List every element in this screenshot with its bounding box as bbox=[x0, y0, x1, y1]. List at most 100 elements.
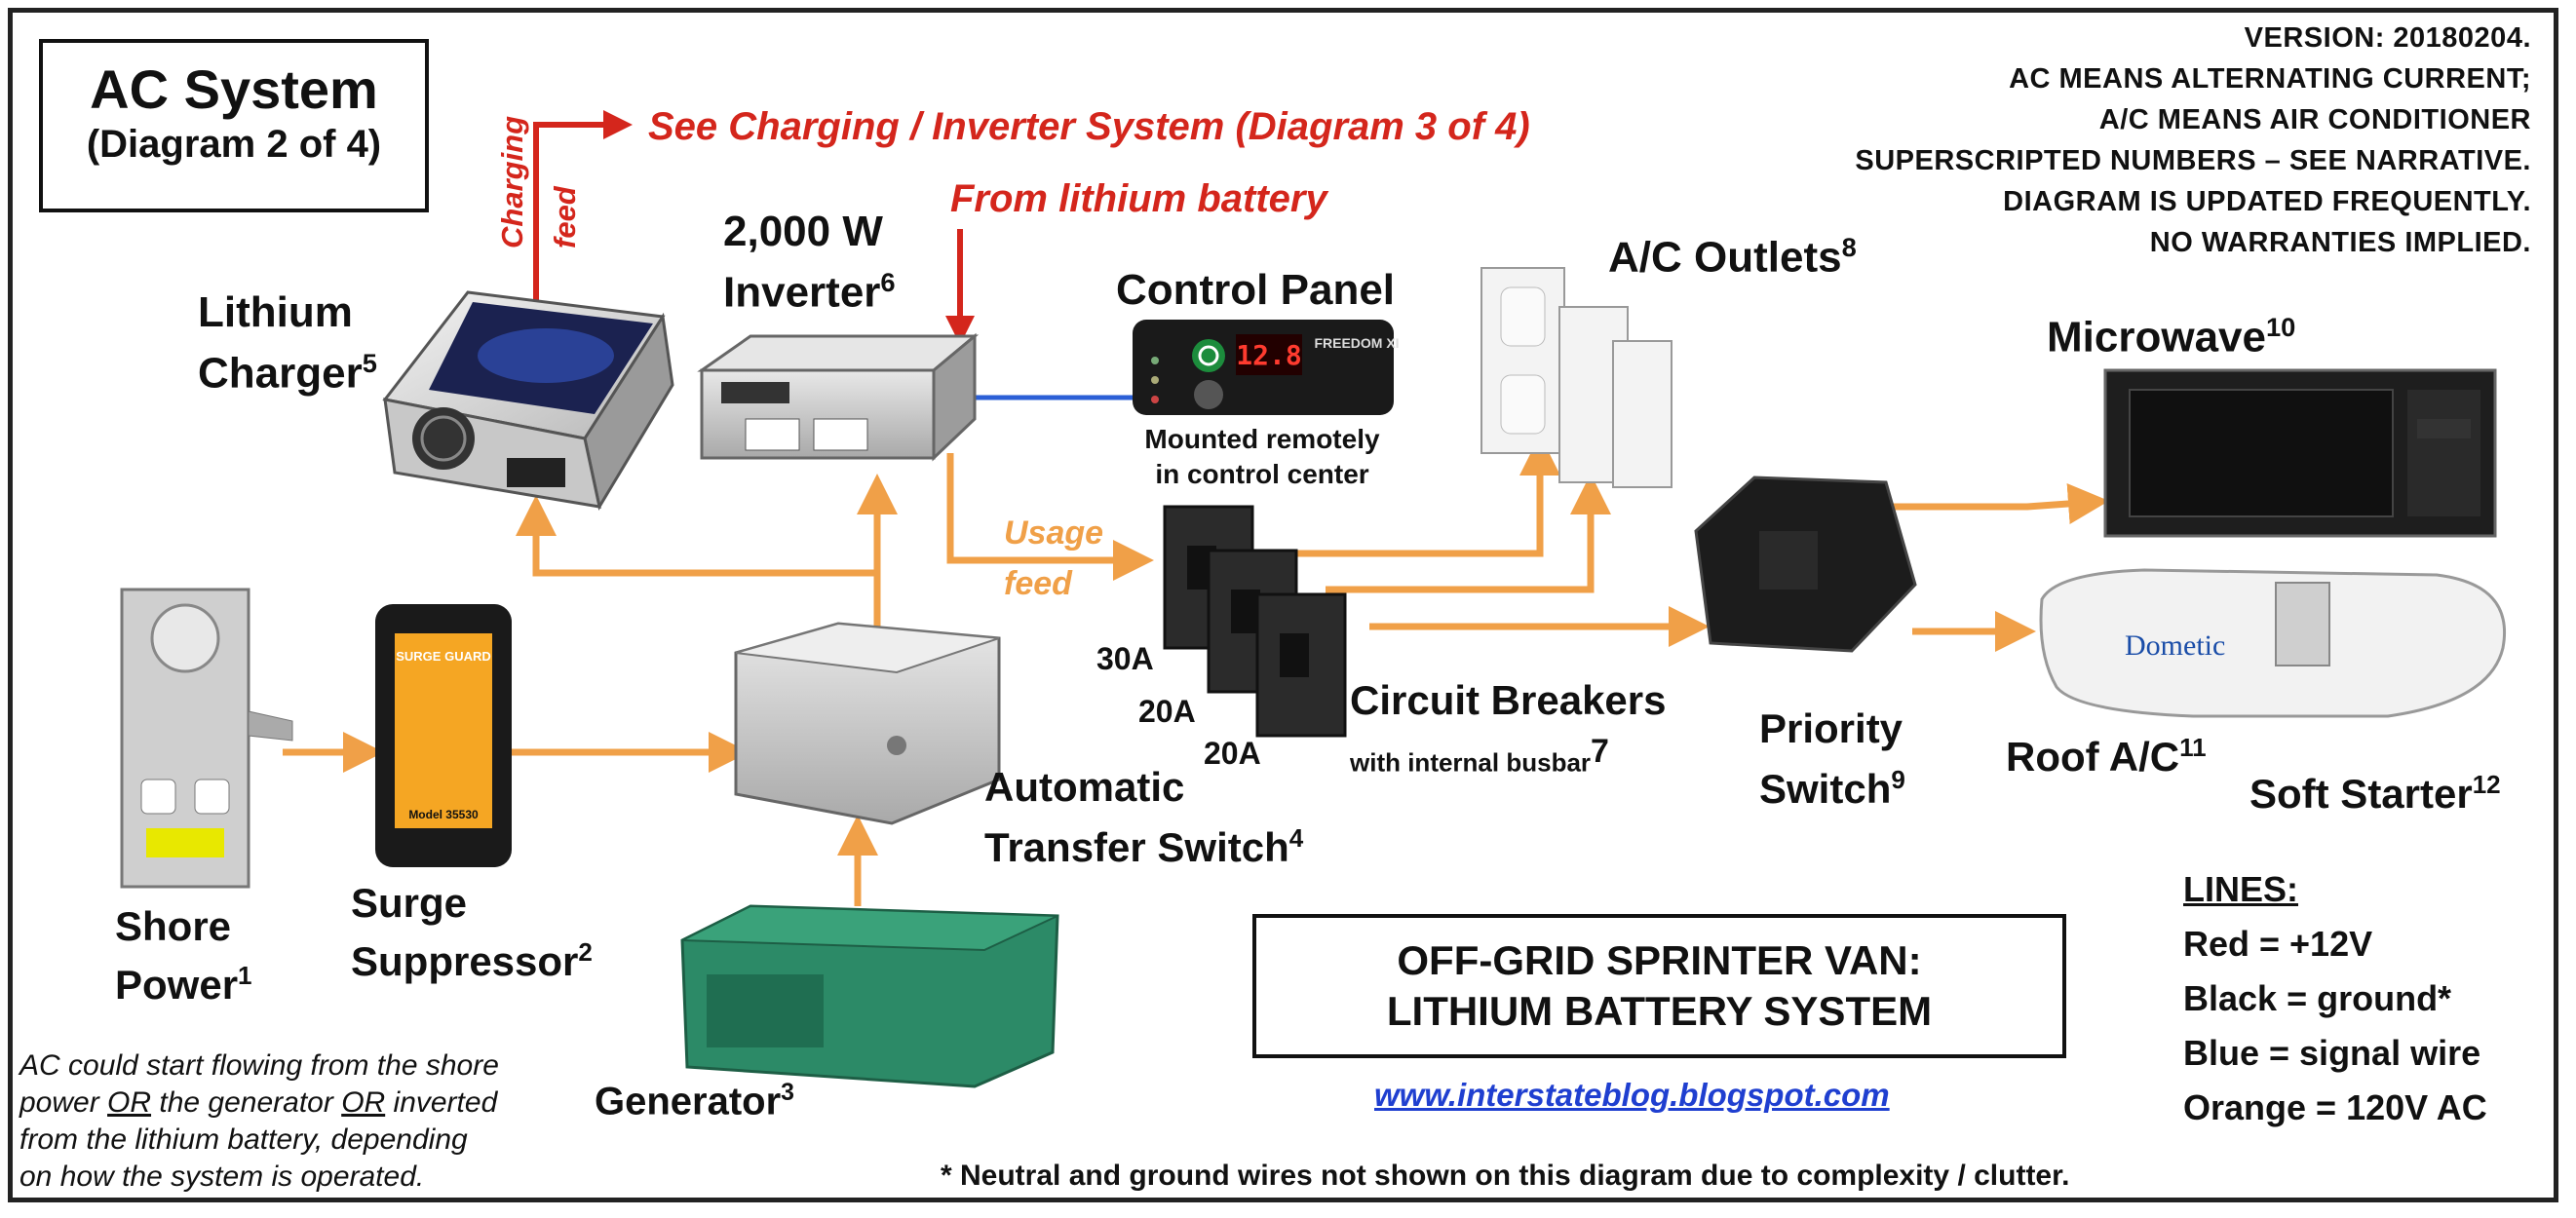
ac-note-line2-a: power bbox=[19, 1086, 108, 1119]
wire-inverter-to-breakers bbox=[946, 453, 1154, 581]
outlets-label: A/C Outlets8 bbox=[1608, 222, 1857, 284]
circuit-breakers-sublabel: with internal busbar7 bbox=[1350, 733, 1609, 779]
generator-image bbox=[680, 904, 1059, 1088]
microwave-image bbox=[2103, 368, 2497, 538]
transfer-switch-label: Automatic Transfer Switch4 bbox=[984, 762, 1303, 873]
breaker-20a-1: 20A bbox=[1138, 694, 1196, 729]
control-panel-note-line2: in control center bbox=[1155, 459, 1369, 489]
inverter-image bbox=[697, 332, 980, 462]
ac-note-line1: AC could start flowing from the shore bbox=[19, 1049, 499, 1082]
roof-ac-label-text: Roof A/C bbox=[2006, 734, 2180, 780]
control-panel-display: 12.8 bbox=[1236, 339, 1301, 371]
circuit-breakers-label: Circuit Breakers bbox=[1350, 677, 1667, 723]
from-battery-text: From lithium battery bbox=[950, 177, 1327, 220]
ac-note-line3: from the lithium battery, depending bbox=[19, 1123, 468, 1156]
center-title-box: OFF-GRID SPRINTER VAN: LITHIUM BATTERY S… bbox=[1252, 914, 2066, 1058]
superscript-note: SUPERSCRIPTED NUMBERS – SEE NARRATIVE. bbox=[1855, 145, 2531, 176]
charging-system-link-text: See Charging / Inverter System (Diagram … bbox=[648, 105, 1530, 148]
ac-wires bbox=[283, 435, 2109, 906]
control-panel-image: 12.8 FREEDOM XI bbox=[1133, 320, 1400, 415]
priority-switch-image bbox=[1694, 476, 1917, 653]
legend-red: Red = +12V bbox=[2183, 924, 2373, 964]
usage-feed-label-2: feed bbox=[1004, 565, 1072, 602]
surge-suppressor-image: SURGE GUARD Model 35530 bbox=[375, 604, 512, 867]
title-sub: (Diagram 2 of 4) bbox=[86, 123, 382, 166]
legend-orange: Orange = 120V AC bbox=[2183, 1087, 2487, 1127]
roof-ac-label: Roof A/C11 bbox=[2006, 733, 2207, 780]
ac-note-line2-e: inverted bbox=[385, 1086, 498, 1119]
breakers-ref-number: 7 bbox=[1591, 733, 1609, 770]
lines-legend-title: LINES: bbox=[2183, 869, 2299, 909]
surge-ref-number: 2 bbox=[578, 937, 593, 967]
ac-definition: AC MEANS ALTERNATING CURRENT; bbox=[2009, 63, 2531, 95]
inverter-label-line1: 2,000 W bbox=[723, 208, 883, 255]
charger-label-line2: Charger bbox=[198, 349, 363, 398]
surge-label: Surge Suppressor2 bbox=[351, 879, 593, 986]
charging-feed-label-2: feed bbox=[548, 186, 582, 248]
generator-label-text: Generator bbox=[595, 1080, 782, 1123]
surge-label-line2: Suppressor bbox=[351, 938, 579, 984]
priority-ref-number: 9 bbox=[1891, 765, 1905, 794]
wire-charger-to-charging-system bbox=[533, 110, 633, 302]
ac-note-line2-c: the generator bbox=[151, 1086, 342, 1119]
footnote: * Neutral and ground wires not shown on … bbox=[941, 1160, 2070, 1192]
lines-legend: LINES: Red = +12V Black = ground* Blue =… bbox=[2183, 862, 2487, 1135]
breakers-sub-text: with internal busbar bbox=[1350, 747, 1592, 778]
soft-starter-label: Soft Starter12 bbox=[2249, 770, 2501, 818]
surge-brand: SURGE GUARD bbox=[396, 649, 491, 664]
breaker-20a-2: 20A bbox=[1204, 736, 1261, 771]
soft-starter-label-text: Soft Starter bbox=[2249, 771, 2473, 817]
title-main: AC System bbox=[90, 58, 378, 120]
soft-starter-image bbox=[2275, 582, 2330, 666]
wire-priority-to-microwave bbox=[1891, 483, 2109, 524]
dc-wires bbox=[533, 110, 975, 345]
breaker-30a: 30A bbox=[1096, 641, 1154, 676]
generator-label: Generator3 bbox=[595, 1080, 794, 1123]
wire-breaker-to-outlet-2 bbox=[1326, 474, 1611, 593]
roof-ac-image: Dometic bbox=[2039, 568, 2506, 718]
charger-ref-number: 5 bbox=[362, 348, 377, 378]
lithium-charger-image bbox=[382, 290, 674, 512]
ac-note-line4: on how the system is operated. bbox=[19, 1161, 425, 1193]
wire-breaker-to-outlet-1 bbox=[1267, 435, 1560, 557]
priority-switch-label: Priority Switch9 bbox=[1759, 704, 1905, 815]
ats-label-line1: Automatic bbox=[984, 764, 1185, 810]
shore-label-line2: Power bbox=[115, 962, 239, 1008]
inverter-label-line2: Inverter bbox=[723, 268, 881, 317]
microwave-label-text: Microwave bbox=[2047, 313, 2266, 362]
usage-feed-label-1: Usage bbox=[1004, 514, 1104, 552]
ac-flow-note: AC could start flowing from the shore po… bbox=[19, 1047, 499, 1196]
updated-note: DIAGRAM IS UPDATED FREQUENTLY. bbox=[2003, 186, 2531, 217]
ats-label-line2: Transfer Switch bbox=[984, 824, 1289, 870]
legend-black: Black = ground* bbox=[2183, 978, 2452, 1018]
website-link[interactable]: www.interstateblog.blogspot.com bbox=[1374, 1077, 1890, 1113]
ac-note-or-2: OR bbox=[341, 1086, 386, 1119]
control-panel-brand: FREEDOM XI bbox=[1314, 335, 1399, 351]
microwave-label: Microwave10 bbox=[2047, 302, 2295, 363]
generator-ref-number: 3 bbox=[781, 1080, 794, 1106]
outlets-label-text: A/C Outlets bbox=[1608, 233, 1842, 282]
center-title-line1: OFF-GRID SPRINTER VAN: bbox=[1397, 937, 1922, 983]
soft-starter-ref-number: 12 bbox=[2472, 770, 2501, 799]
warranty-note: NO WARRANTIES IMPLIED. bbox=[2149, 227, 2531, 258]
diagram-frame bbox=[8, 8, 2558, 1202]
shore-power-label: Shore Power1 bbox=[115, 902, 252, 1009]
roof-ac-ref-number: 11 bbox=[2179, 733, 2207, 762]
priority-label-line2: Switch bbox=[1759, 766, 1892, 812]
surge-model: Model 35530 bbox=[408, 808, 479, 821]
outlets-ref-number: 8 bbox=[1841, 232, 1857, 262]
a-c-definition: A/C MEANS AIR CONDITIONER bbox=[2098, 104, 2531, 135]
wire-ats-to-charger bbox=[516, 495, 881, 638]
charger-label-line1: Lithium bbox=[198, 288, 353, 336]
microwave-ref-number: 10 bbox=[2265, 312, 2296, 342]
ats-ref-number: 4 bbox=[1288, 823, 1304, 853]
outlets-image bbox=[1480, 267, 1672, 488]
charging-feed-label-1: Charging bbox=[495, 115, 529, 248]
shore-ref-number: 1 bbox=[238, 961, 252, 990]
inverter-label: 2,000 W Inverter6 bbox=[723, 207, 896, 319]
control-panel-label: Control Panel bbox=[1116, 266, 1396, 314]
control-panel-note: Mounted remotely in control center bbox=[1140, 422, 1384, 492]
ac-note-or-1: OR bbox=[107, 1086, 152, 1119]
title-box: AC System (Diagram 2 of 4) bbox=[39, 39, 429, 212]
